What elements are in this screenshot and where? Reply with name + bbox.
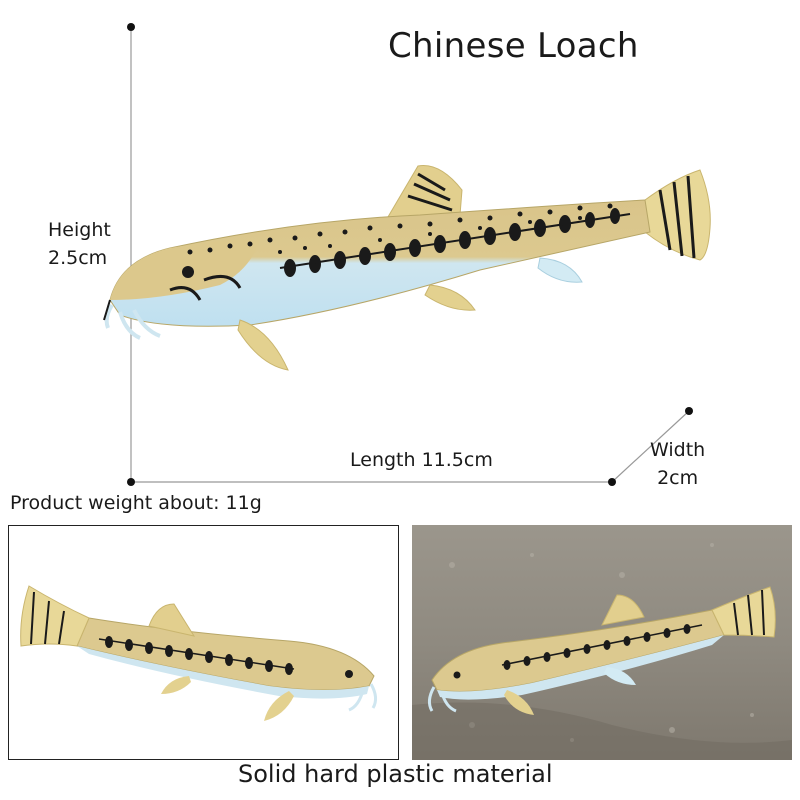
corner-dot [127, 478, 135, 486]
length-label: Length 11.5cm [350, 449, 493, 471]
width-label: Width 2cm [650, 436, 705, 492]
height-top-dot [127, 23, 135, 31]
height-label-text: Height [48, 219, 111, 241]
width-value: 2cm [657, 467, 699, 489]
dimension-lines [127, 23, 693, 486]
main-loach-image [103, 165, 711, 371]
loach-on-sand-image [412, 525, 792, 760]
height-value: 2.5cm [48, 247, 108, 269]
width-line [611, 410, 690, 483]
product-photo-right [412, 525, 792, 760]
width-end-dot [685, 407, 693, 415]
length-end-dot [608, 478, 616, 486]
loach-side-view-image [20, 585, 378, 721]
product-title: Chinese Loach [388, 26, 639, 66]
product-weight: Product weight about: 11g [10, 492, 262, 514]
width-label-text: Width [650, 439, 706, 461]
height-label: Height 2.5cm [48, 216, 111, 272]
material-caption: Solid hard plastic material [238, 760, 553, 788]
product-photo-left [8, 525, 399, 760]
